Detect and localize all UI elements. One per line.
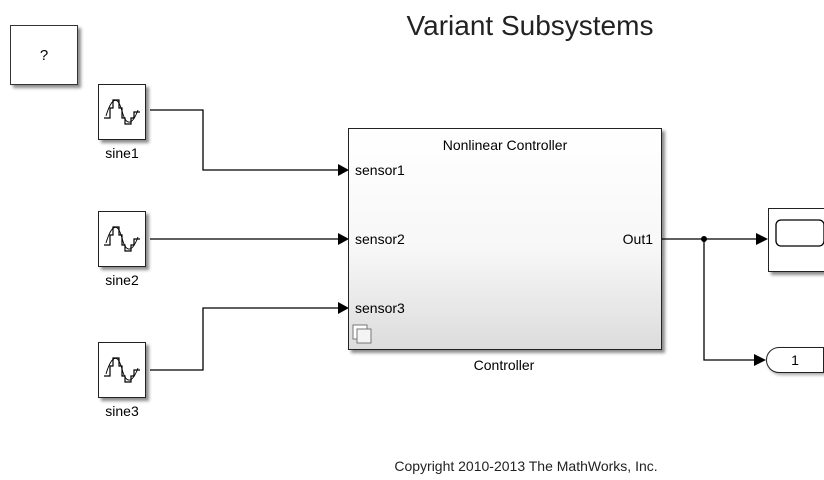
sine2-block[interactable] <box>98 211 146 267</box>
input-port-sensor2: sensor2 <box>355 231 405 247</box>
subsystem-title: Nonlinear Controller <box>442 137 568 153</box>
sine1-label: sine1 <box>105 145 139 161</box>
scope-screen-icon <box>775 219 824 247</box>
subsystem-name: Controller <box>473 357 535 373</box>
help-block-label: ? <box>39 46 49 64</box>
arrowhead-scope <box>756 233 768 245</box>
arrowhead-sensor3 <box>338 302 349 314</box>
output-port-out1: Out1 <box>622 231 653 247</box>
sine-wave-icon <box>104 99 140 125</box>
signal-sine3-to-sensor3 <box>150 307 338 371</box>
branch-point <box>701 236 707 242</box>
signal-sine1-to-sensor1 <box>150 109 338 171</box>
input-port-sensor1: sensor1 <box>355 162 405 178</box>
input-port-sensor3: sensor3 <box>355 300 405 316</box>
sine2-label: sine2 <box>105 272 139 288</box>
diagram-title: Variant Subsystems <box>406 10 654 41</box>
sine1-block[interactable] <box>98 84 146 140</box>
signal-branch-to-outport <box>703 239 754 361</box>
outport-block[interactable]: 1 <box>766 347 824 373</box>
variant-badge-icon <box>352 324 372 344</box>
scope-block[interactable] <box>768 208 824 272</box>
controller-subsystem[interactable]: Nonlinear Controller sensor1 sensor2 sen… <box>348 128 662 350</box>
sine-wave-icon <box>104 357 140 383</box>
outport-label: 1 <box>791 352 799 368</box>
help-block[interactable]: ? <box>10 25 78 85</box>
arrowhead-sensor1 <box>338 164 349 176</box>
copyright-notice: Copyright 2010-2013 The MathWorks, Inc. <box>394 458 658 474</box>
sine-wave-icon <box>104 226 140 252</box>
arrowhead-sensor2 <box>338 233 349 245</box>
sine3-block[interactable] <box>98 342 146 398</box>
sine3-label: sine3 <box>105 403 139 419</box>
arrowhead-outport <box>754 354 766 366</box>
